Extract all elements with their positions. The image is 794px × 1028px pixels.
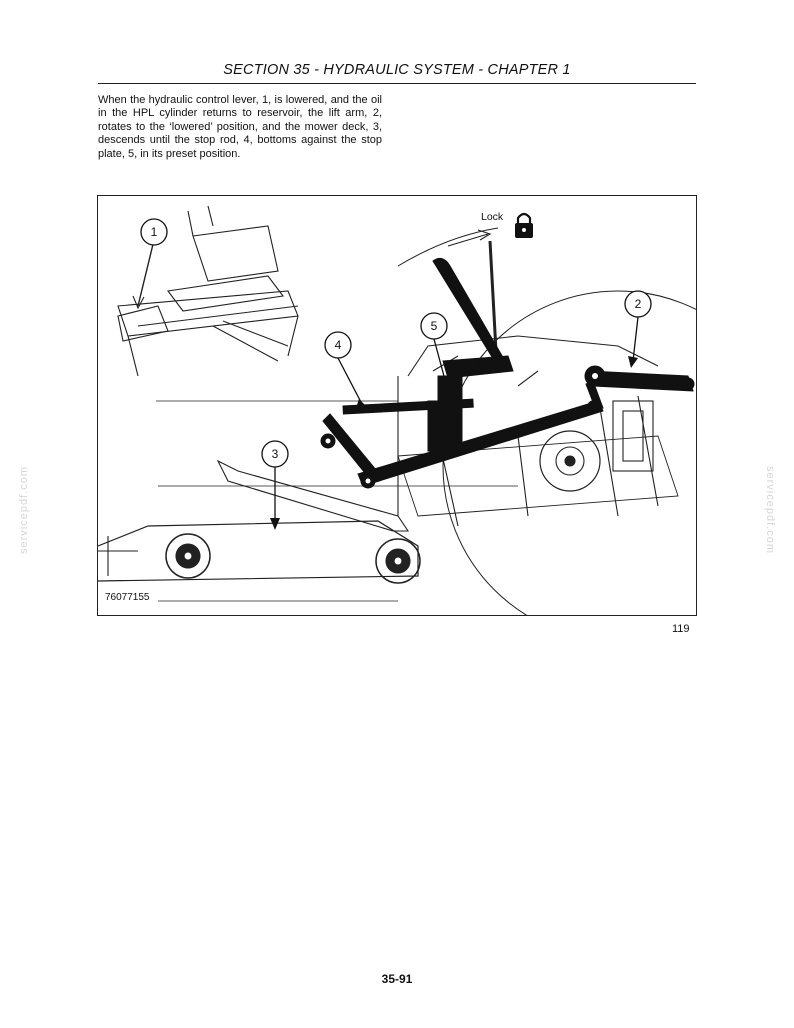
page-number: 35-91 — [381, 972, 413, 986]
callout-2: 2 — [635, 297, 642, 311]
section-header: SECTION 35 - HYDRAULIC SYSTEM - CHAPTER … — [223, 62, 571, 78]
wheel-hub — [539, 430, 601, 492]
padlock-icon — [515, 212, 533, 238]
deck-wheel-front — [165, 533, 211, 579]
diagram-drawing: 1 2 3 4 5 — [98, 205, 696, 615]
body-paragraph: When the hydraulic control lever, 1, is … — [98, 94, 382, 160]
deck-wheel-rear — [375, 538, 421, 584]
callout-4: 4 — [335, 338, 342, 352]
watermark-right: servicepdf.com — [764, 466, 776, 554]
watermark-left: servicepdf.com — [18, 466, 30, 554]
figure-number: 119 — [672, 623, 690, 635]
hydraulic-diagram-figure: 1 2 3 4 5 Lock 76077155 — [97, 195, 697, 616]
rear-wheel-outline — [442, 290, 696, 615]
operator-seat — [192, 225, 279, 282]
lock-label: Lock — [481, 211, 504, 223]
deck-lift-link — [216, 459, 410, 532]
callout-1: 1 — [151, 225, 158, 239]
callout-5: 5 — [431, 319, 438, 333]
lever-quadrant-arc — [397, 227, 499, 267]
mower-deck-outline — [98, 520, 419, 582]
figure-code: 76077155 — [105, 592, 150, 603]
callout-3: 3 — [272, 447, 279, 461]
callout-1-circle — [140, 218, 168, 246]
header-rule — [98, 83, 696, 84]
